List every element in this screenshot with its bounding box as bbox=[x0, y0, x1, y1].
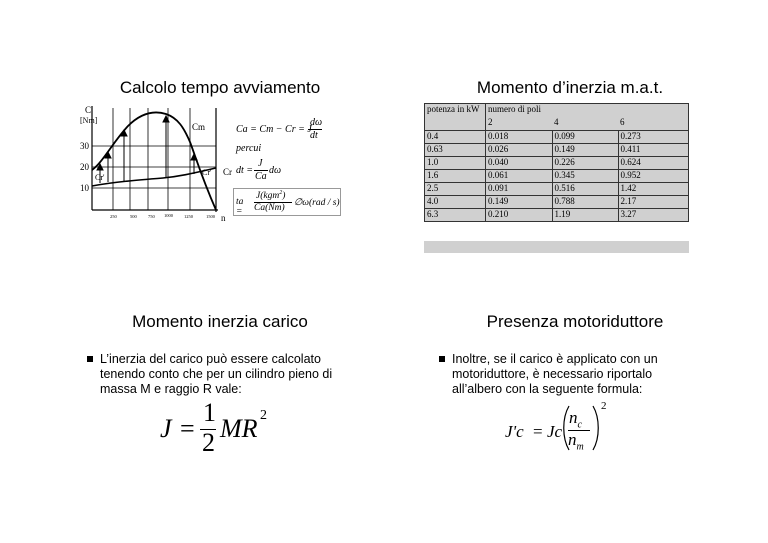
slide3-bullet: L’inerzia del carico può essere calcolat… bbox=[87, 352, 340, 397]
cm-curve bbox=[91, 111, 217, 211]
cell-6p: 1.42 bbox=[617, 182, 689, 196]
cell-power: 6.3 bbox=[424, 208, 486, 222]
x-tick-1250: 1250 bbox=[184, 214, 194, 219]
formula-cylinder-inertia: J = 1 2 MR 2 bbox=[160, 398, 267, 457]
cell-4p: 1.19 bbox=[551, 208, 619, 222]
slide1-title: Calcolo tempo avviamento bbox=[119, 78, 321, 97]
cell-6p: 2.17 bbox=[617, 195, 689, 209]
slide3-title: Momento inerzia carico bbox=[132, 312, 308, 331]
cell-4p: 0.345 bbox=[551, 169, 619, 183]
cell-power: 0.4 bbox=[424, 130, 486, 144]
y-tick-10: 10 bbox=[80, 183, 90, 193]
table-footer-band bbox=[424, 241, 689, 253]
cell-2p: 0.026 bbox=[485, 143, 553, 157]
slide4-title: Presenza motoriduttore bbox=[486, 312, 664, 331]
formula-num: 1 bbox=[203, 398, 216, 427]
cell-6p: 0.952 bbox=[617, 169, 689, 183]
cell-6p: 0.624 bbox=[617, 156, 689, 170]
formula-reducer: J'c = Jc nc nm 2 bbox=[505, 400, 607, 453]
slide4-bullet: Inoltre, se il carico è applicato con un… bbox=[439, 352, 682, 397]
formula-exp: 2 bbox=[260, 408, 267, 423]
y-label-unit: [Nm] bbox=[80, 116, 98, 125]
cell-6p: 3.27 bbox=[617, 208, 689, 222]
slide2-title: Momento d’inerzia m.a.t. bbox=[476, 78, 664, 97]
x-tick-1500: 1500 bbox=[206, 214, 216, 219]
formula-lhs: J bbox=[160, 414, 172, 443]
arrows bbox=[96, 114, 198, 183]
cell-2p: 0.091 bbox=[485, 182, 553, 196]
cell-power: 1.0 bbox=[424, 156, 486, 170]
label-cr-prime: Cr' bbox=[95, 173, 105, 182]
formula-lhs: J'c bbox=[505, 422, 524, 441]
label-cr-right: Cr' bbox=[202, 168, 212, 177]
formula-den: nm bbox=[568, 430, 584, 453]
cell-power: 2.5 bbox=[424, 182, 486, 196]
y-tick-30: 30 bbox=[80, 141, 90, 151]
pole-6: 6 bbox=[618, 117, 689, 131]
table-poles-row: 2 4 6 bbox=[425, 117, 689, 131]
paren-right bbox=[592, 405, 599, 451]
x-tick-500: 500 bbox=[130, 214, 138, 219]
cell-power: 1.6 bbox=[424, 169, 486, 183]
formula-percui: percui bbox=[236, 143, 262, 154]
paren-left bbox=[563, 405, 570, 451]
cell-4p: 0.149 bbox=[551, 143, 619, 157]
x-tick-250: 250 bbox=[110, 214, 118, 219]
table-header-row: potenza in kW numero di poli bbox=[424, 103, 689, 131]
col-header-power: potenza in kW bbox=[424, 103, 486, 131]
cell-2p: 0.061 bbox=[485, 169, 553, 183]
formula-exp: 2 bbox=[601, 400, 607, 412]
x-tick-750: 750 bbox=[148, 214, 156, 219]
x-tick-1000: 1000 bbox=[164, 213, 174, 218]
cell-power: 4.0 bbox=[424, 195, 486, 209]
cr-curve bbox=[91, 167, 217, 187]
cell-6p: 0.273 bbox=[617, 130, 689, 144]
x-label-n: n bbox=[221, 213, 226, 223]
cell-6p: 0.411 bbox=[617, 143, 689, 157]
group-header-poles: numero di poli bbox=[485, 103, 689, 117]
label-cr: Cr bbox=[223, 167, 232, 177]
cell-2p: 0.018 bbox=[485, 130, 553, 144]
formula-den: 2 bbox=[202, 428, 215, 457]
cell-4p: 0.516 bbox=[551, 182, 619, 196]
cell-4p: 0.226 bbox=[551, 156, 619, 170]
cell-2p: 0.210 bbox=[485, 208, 553, 222]
formula-num: nc bbox=[569, 408, 582, 431]
cell-2p: 0.040 bbox=[485, 156, 553, 170]
cell-4p: 0.099 bbox=[551, 130, 619, 144]
cell-power: 0.63 bbox=[424, 143, 486, 157]
formula-jc: Jc bbox=[547, 422, 563, 441]
pole-4: 4 bbox=[552, 117, 618, 131]
y-tick-20: 20 bbox=[80, 162, 90, 172]
label-cm: Cm bbox=[192, 122, 205, 132]
formula-rhs: MR bbox=[220, 414, 258, 443]
cell-2p: 0.149 bbox=[485, 195, 553, 209]
cell-4p: 0.788 bbox=[551, 195, 619, 209]
chart-axes bbox=[91, 106, 218, 212]
torque-speed-chart: C [Nm] 30 20 10 250 500 750 1000 1250 15… bbox=[80, 105, 232, 223]
y-label-c: C bbox=[85, 105, 91, 115]
pole-2: 2 bbox=[485, 117, 552, 131]
